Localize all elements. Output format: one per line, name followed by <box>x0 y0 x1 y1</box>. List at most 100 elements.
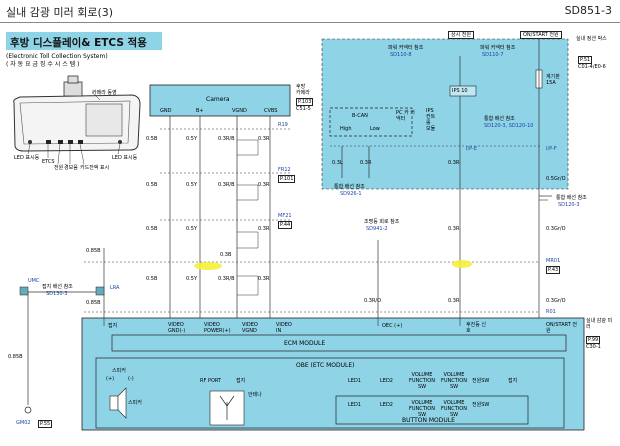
page-code: SD851-3 <box>564 4 612 17</box>
mirror-label-btn2: 경보음 <box>64 165 78 171</box>
module-pin-video-in: VIDEO IN <box>276 322 292 334</box>
banner: 후방 디스플레이& ETCS 적용 <box>6 32 162 50</box>
wire-label: 0.3Gr/O <box>546 298 566 304</box>
module-pin-ground: 접지 <box>108 323 118 329</box>
ecm-module-label: ECM MODULE <box>284 340 326 347</box>
pc-label: PC 카 커넥터 <box>396 110 415 122</box>
conn-mr01: MR01 <box>546 258 561 264</box>
obe-module-label: OBE (ETC MODULE) <box>296 362 355 369</box>
button-sw: 전원SW <box>472 402 490 408</box>
conn-r19: R19 <box>278 122 288 128</box>
module-right-conn: C30-1 <box>586 344 601 350</box>
wire-label: 0.5Gr/O <box>546 176 566 182</box>
banner-subtitle-ko: ( 자 동 요 금 징 수 시 스 템 ) <box>6 61 80 68</box>
conn-uif: I/P-F <box>546 146 557 152</box>
button-module-label: BUTTON MODULE <box>402 417 455 424</box>
fuse1-text: 파워 커넥터 참조 <box>388 45 424 51</box>
banner-title: 후방 디스플레이& ETCS 적용 <box>10 37 147 49</box>
page-title: 실내 감광 미러 회로(3) <box>6 6 114 19</box>
wire-label: 0.85B <box>86 248 101 254</box>
camera-pin-vgnd: VGND <box>232 108 247 114</box>
wire-label: 0.5B <box>146 226 158 232</box>
wire-label: 0.5B <box>146 182 158 188</box>
conn-fr12-p: P.101 <box>278 175 296 183</box>
button-led1: LED1 <box>348 402 361 408</box>
umc-label: UMC <box>28 278 40 284</box>
module-pin-oec: OEC (+) <box>382 323 403 329</box>
vfsw1-label: VOLUME FUNCTION SW <box>409 372 435 390</box>
conn-mr01-p: P.43 <box>546 266 561 274</box>
wire-label: 0.3R/O <box>364 298 382 304</box>
ref2: SD941-2 <box>366 226 388 232</box>
banner-subtitle-en: (Electronic Toll Collection System) <box>6 53 108 60</box>
module-pin-reverse: 후진등 신호 <box>466 322 486 334</box>
wire-label: 0.5Y <box>186 226 198 232</box>
ground-gm02: GM02 <box>16 420 31 426</box>
wire-label: 0.3Gr/O <box>546 226 566 232</box>
speaker-plus: (+) <box>106 376 115 382</box>
module-pin-video-power: VIDEO POWER(+) <box>204 322 231 334</box>
sw-label: 전원SW <box>472 378 490 384</box>
conn-mf21: MF21 <box>278 213 292 219</box>
conn-uie: I/P-E <box>466 146 478 152</box>
mirror-label-camera: 카메라 동영 <box>92 90 117 96</box>
bcan-high: High <box>340 126 352 132</box>
speaker-label: 스피커 <box>112 368 126 374</box>
camera-side-conn: C51-5 <box>296 106 311 112</box>
camera-pin-bplus: B+ <box>196 108 204 114</box>
wire-label: 0.5B <box>146 136 158 142</box>
speaker-icon-label: 스피커 <box>128 400 142 406</box>
gnd2-label: 접지 <box>508 378 518 384</box>
module-right-label: 실내 감광 미러 <box>586 318 613 330</box>
camera-pin-gnd: GND <box>160 108 172 114</box>
header-bar: 실내 감광 미러 회로(3) SD851-3 <box>0 0 620 23</box>
wire-label: 0.85B <box>86 300 101 306</box>
button-vfsw1: VOLUME FUNCTION SW <box>409 400 435 418</box>
wire-label: 0.3R <box>448 160 460 166</box>
camera-title: Camera <box>206 96 230 103</box>
camera-side-label: 후방 카메라 <box>296 84 310 96</box>
sd120-text: 통합 배선 참조 <box>484 116 515 122</box>
fuse2-text: 파워 커넥터 참조 <box>480 45 516 51</box>
can-ref: SD926-1 <box>340 191 362 197</box>
conn-fr12: FR12 <box>278 167 291 173</box>
bcan-low: Low <box>370 126 380 132</box>
wire-label: 0.3R <box>360 160 372 166</box>
mirror-label-btn1: 전원 <box>54 165 64 171</box>
button-vfsw2: VOLUME FUNCTION SW <box>441 400 467 418</box>
mirror-label-led: LED 표시등 <box>14 155 40 161</box>
umc-text: 접지 배선 참조 <box>42 284 73 290</box>
module-pin-video-vgnd: VIDEO VGND <box>242 322 258 334</box>
wire-label: 0.5Y <box>186 136 198 142</box>
mirror-label-led2: LED 표시등 <box>112 155 138 161</box>
antenna-label: 안테나 <box>248 392 262 398</box>
sd120-ref: SD120-3, SD120-10 <box>484 123 534 129</box>
wire-label: 0.5Y <box>186 182 198 188</box>
ground-p: P.55 <box>38 420 53 428</box>
ref2-text: 조명등 회로 참조 <box>364 219 400 225</box>
wire-label: 0.3R <box>448 226 460 232</box>
umc-ref: SD130-3 <box>46 291 68 297</box>
wire-label: 0.3R/B <box>218 276 235 282</box>
led2-label: LED2 <box>380 378 393 384</box>
mirror-label-btn3: 카드잔액 표시 <box>80 165 110 171</box>
vfsw2-label: VOLUME FUNCTION SW <box>441 372 467 390</box>
conn-r01: R01 <box>546 309 556 315</box>
wire-label: 0.3R <box>258 136 270 142</box>
power-right-box: ON/START 전원 <box>520 31 562 39</box>
mirror-label-etcs: ETCS <box>42 159 55 165</box>
wire-label: 0.5Y <box>186 276 198 282</box>
ref3: SD120-3 <box>558 202 580 208</box>
led1-label: LED1 <box>348 378 361 384</box>
wire-label: 0.3R <box>448 298 460 304</box>
ref3-text: 통합 배선 참조 <box>556 195 587 201</box>
button-led2: LED2 <box>380 402 393 408</box>
interior-conn: IPS 컨트롤 모듈 <box>426 108 436 132</box>
conn-mf21-p: P.44 <box>278 221 293 229</box>
module-right-p: P.99 <box>586 336 601 344</box>
module-pin-onstart: ON/START 전원 <box>546 322 577 334</box>
fuse2-ref: SD110-7 <box>482 52 504 58</box>
wire-label: 0.5B <box>146 276 158 282</box>
